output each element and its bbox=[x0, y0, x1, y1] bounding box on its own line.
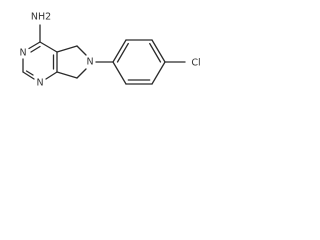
bond-n3-c4-inner bbox=[30, 45, 41, 53]
pyrimidine-n3-label: N bbox=[19, 48, 26, 59]
pyrroline-ring bbox=[56, 45, 87, 79]
chlorophenyl-ring bbox=[112, 39, 166, 85]
pyrimidine-n1-label: N bbox=[36, 78, 43, 89]
chlorine-label: Cl bbox=[191, 58, 200, 69]
bond-c4a-c5 bbox=[56, 45, 78, 53]
bond-n6-c7 bbox=[76, 68, 87, 79]
bond-ph-c1-c2-inner bbox=[116, 42, 129, 63]
pyrroline-n-label: N bbox=[86, 57, 93, 68]
bond-ph-c3-c4-inner bbox=[149, 42, 162, 63]
bond-ph-c3-c4 bbox=[151, 39, 166, 63]
bond-n1-c2 bbox=[22, 71, 35, 80]
bond-c5-n6 bbox=[76, 45, 87, 56]
bond-ph-c6-c1 bbox=[112, 61, 127, 85]
pyrimidine-ring bbox=[22, 41, 58, 80]
bond-c4-c4a bbox=[39, 41, 58, 53]
bond-c7a-n1 bbox=[45, 71, 58, 80]
bond-c7-c7a bbox=[56, 71, 78, 79]
bond-ph-c1-c2 bbox=[112, 39, 127, 63]
amine-label: NH2 bbox=[31, 12, 51, 23]
bond-n3-c4 bbox=[28, 41, 41, 50]
chemical-structure-diagram: NH2 N N N Cl bbox=[19, 12, 200, 89]
bond-ph-c4-c5 bbox=[151, 61, 166, 85]
bond-n1-c2-inner bbox=[25, 70, 34, 76]
